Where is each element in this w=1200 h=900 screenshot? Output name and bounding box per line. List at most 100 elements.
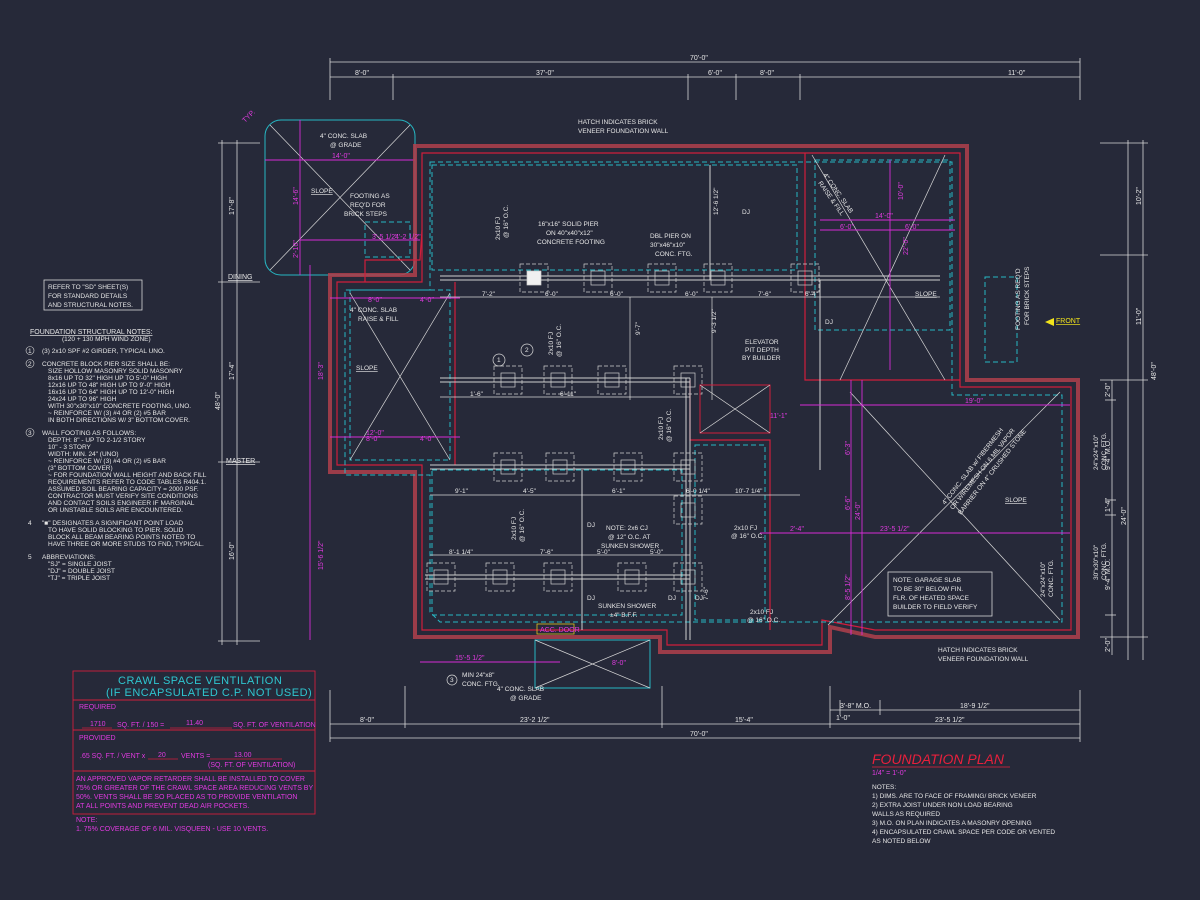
note-line: ~ REINFORCE W/ (3) #4 OR (2) #5 BAR: [48, 410, 166, 417]
min-ftg-2: CONC. FTG.: [462, 681, 500, 688]
solid-pier-note-1: 16"x16" SOLID PIER: [538, 221, 599, 228]
dj-label: DJ: [825, 319, 833, 326]
oc-label: @ 16" O.C.: [519, 509, 526, 542]
dimension-label: 14'-6": [293, 187, 300, 205]
slab-bottom-2: @ GRADE: [510, 695, 542, 702]
note-number: 3: [28, 430, 32, 437]
dimension-label: 19'-0": [965, 398, 983, 405]
hatch-note-bottom-1: HATCH INDICATES BRICK: [938, 647, 1018, 654]
note-line: 8x16 UP TO 32" HIGH UP TO 5'-0" HIGH: [48, 375, 167, 382]
slab-note-2: @ GRADE: [330, 142, 362, 149]
oc-label: @ 16" O.C.: [747, 617, 780, 624]
note-line: ABBREVIATIONS:: [42, 554, 96, 561]
dim-right-7: 2'-0": [1105, 638, 1112, 652]
plan-notes-label: NOTES:: [872, 784, 896, 791]
dimension-label: 10'-7 1/4": [735, 488, 763, 495]
dimension-label: 12'-6 1/2": [713, 187, 720, 215]
pier: [620, 459, 636, 475]
pier-footing: [493, 365, 523, 395]
dim-left-3: 16'-0": [229, 542, 236, 560]
note-line: 24x24 UP TO 96" HIGH: [48, 396, 117, 403]
dimension-label: 6'-0": [545, 291, 559, 298]
slope-label: SLOPE: [311, 188, 333, 195]
top-dimensions: 70'-0" 8'-0" 37'-0" 6'-0" 8'-0" 11'-0": [329, 55, 1081, 100]
dimension-label: 11'-1": [770, 413, 788, 420]
note-line: BLOCK ALL BEAM BEARING POINTS NOTED TO: [48, 534, 195, 541]
note-line: CONTRACTOR MUST VERIFY SITE CONDITIONS: [48, 493, 199, 500]
slope-label: SLOPE: [356, 365, 378, 372]
interior-footings: [349, 159, 1018, 621]
room-label-dining: DINING: [228, 274, 253, 281]
required-unit: SQ. FT. OF VENTILATION: [233, 722, 316, 729]
dimension-label: 18'-3": [318, 362, 325, 380]
dim-bottom-mo: 3'-8" M.O.: [840, 703, 871, 710]
dimension-label: 14'-0": [332, 153, 350, 160]
structural-notes-title: FOUNDATION STRUCTURAL NOTES:: [30, 329, 153, 336]
pier-footing: [543, 365, 573, 395]
slope-label: SLOPE: [1005, 497, 1027, 504]
refer-line: AND STRUCTURAL NOTES.: [48, 302, 133, 309]
dim-right-overall: 48'-0": [1151, 362, 1158, 380]
pier: [500, 372, 516, 388]
ventilation-title: CRAWL SPACE VENTILATION: [118, 675, 282, 687]
dj-label: DJ: [742, 209, 750, 216]
vent-count: 20: [158, 752, 166, 759]
dimension-label: 22'-0": [903, 237, 910, 255]
room-label-master: MASTER: [226, 458, 255, 465]
dimension-label: 9'-7": [635, 321, 642, 335]
dimension-label: 6'-0": [685, 291, 699, 298]
note-number: 1: [28, 348, 32, 355]
note-line: AND CONTACT SOILS ENGINEER IF MARGINAL: [48, 500, 195, 507]
note-line: "DJ" = DOUBLE JOIST: [48, 568, 115, 575]
slab-note-1: 4" CONC. SLAB: [320, 133, 367, 140]
dim-bottom-2: 23'-2 1/2": [520, 717, 550, 724]
pier-footing: [485, 562, 515, 592]
tag-2-hex: [520, 343, 534, 357]
oc-label: @ 16" O.C.: [503, 205, 510, 238]
retarder-line: 50%. VENTS SHALL BE SO PLACED AS TO PROV…: [76, 794, 297, 801]
dim-bottom-small: 1'-0": [836, 715, 850, 722]
pier-footing: [545, 452, 575, 482]
plan-title-block: FOUNDATION PLAN 1/4" = 1'-0" NOTES: 1) D…: [872, 751, 1055, 845]
dj-label: DJ: [587, 522, 595, 529]
dim-left-1: 17'-8": [229, 197, 236, 215]
provided-label: PROVIDED: [79, 735, 116, 742]
required-area: 1710: [90, 721, 106, 728]
pier: [552, 459, 568, 475]
pier: [550, 569, 566, 585]
footing-steps-note-1: FOOTING AS: [350, 193, 390, 200]
dimension-label: 8'-0": [368, 297, 382, 304]
pier-footing: [790, 263, 820, 293]
pier-footing: [426, 562, 456, 592]
ventilation-note: 1. 75% COVERAGE OF 6 MIL. VISQUEEN - USE…: [76, 826, 268, 833]
pier-footing: [543, 562, 573, 592]
pier-footing: [673, 365, 703, 395]
plan-note: 4) ENCAPSULATED CRAWL SPACE PER CODE OR …: [872, 829, 1055, 836]
front-arrow-icon: [1045, 318, 1054, 326]
slab-bottom-1: 4" CONC. SLAB: [497, 686, 544, 693]
oc-label: @ 16" O.C.: [556, 324, 563, 357]
fj-label: 2x10 FJ: [548, 332, 555, 355]
note-number-circle: [25, 346, 35, 355]
note-number: 4: [28, 520, 32, 527]
dimension-label: 7'-6": [540, 549, 554, 556]
pier: [604, 372, 620, 388]
footing-steps-note-3: BRICK STEPS: [344, 211, 388, 218]
pier: [526, 270, 542, 286]
dimension-label: 6'-0 1/4": [686, 488, 710, 495]
note-line: ~ FOR FOUNDATION WALL HEIGHT AND BACK FI…: [48, 472, 207, 479]
dimension-label: 4'-2 1/2": [395, 234, 421, 241]
ftg-30-label: CONC. FTG.: [1101, 542, 1108, 580]
hatch-note-bottom-2: VENEER FOUNDATION WALL: [938, 656, 1029, 663]
note-line: (3) 2x10 SPF #2 GIRDER, TYPICAL UNO.: [42, 348, 165, 355]
dim-right-8: 24'-0": [1121, 507, 1128, 525]
retarder-line: AT ALL POINTS AND PREVENT DEAD AIR POCKE…: [76, 803, 249, 810]
pier: [680, 502, 696, 518]
dim-top-3: 6'-0": [708, 70, 722, 77]
dimension-label: 8'-5 1/2": [845, 574, 852, 600]
dim-right-3: 2'-0": [1105, 383, 1112, 397]
oc-label: @ 16" O.C.: [666, 409, 673, 442]
garage-note-box: [887, 571, 993, 617]
ventilation-note-label: NOTE:: [76, 817, 97, 824]
